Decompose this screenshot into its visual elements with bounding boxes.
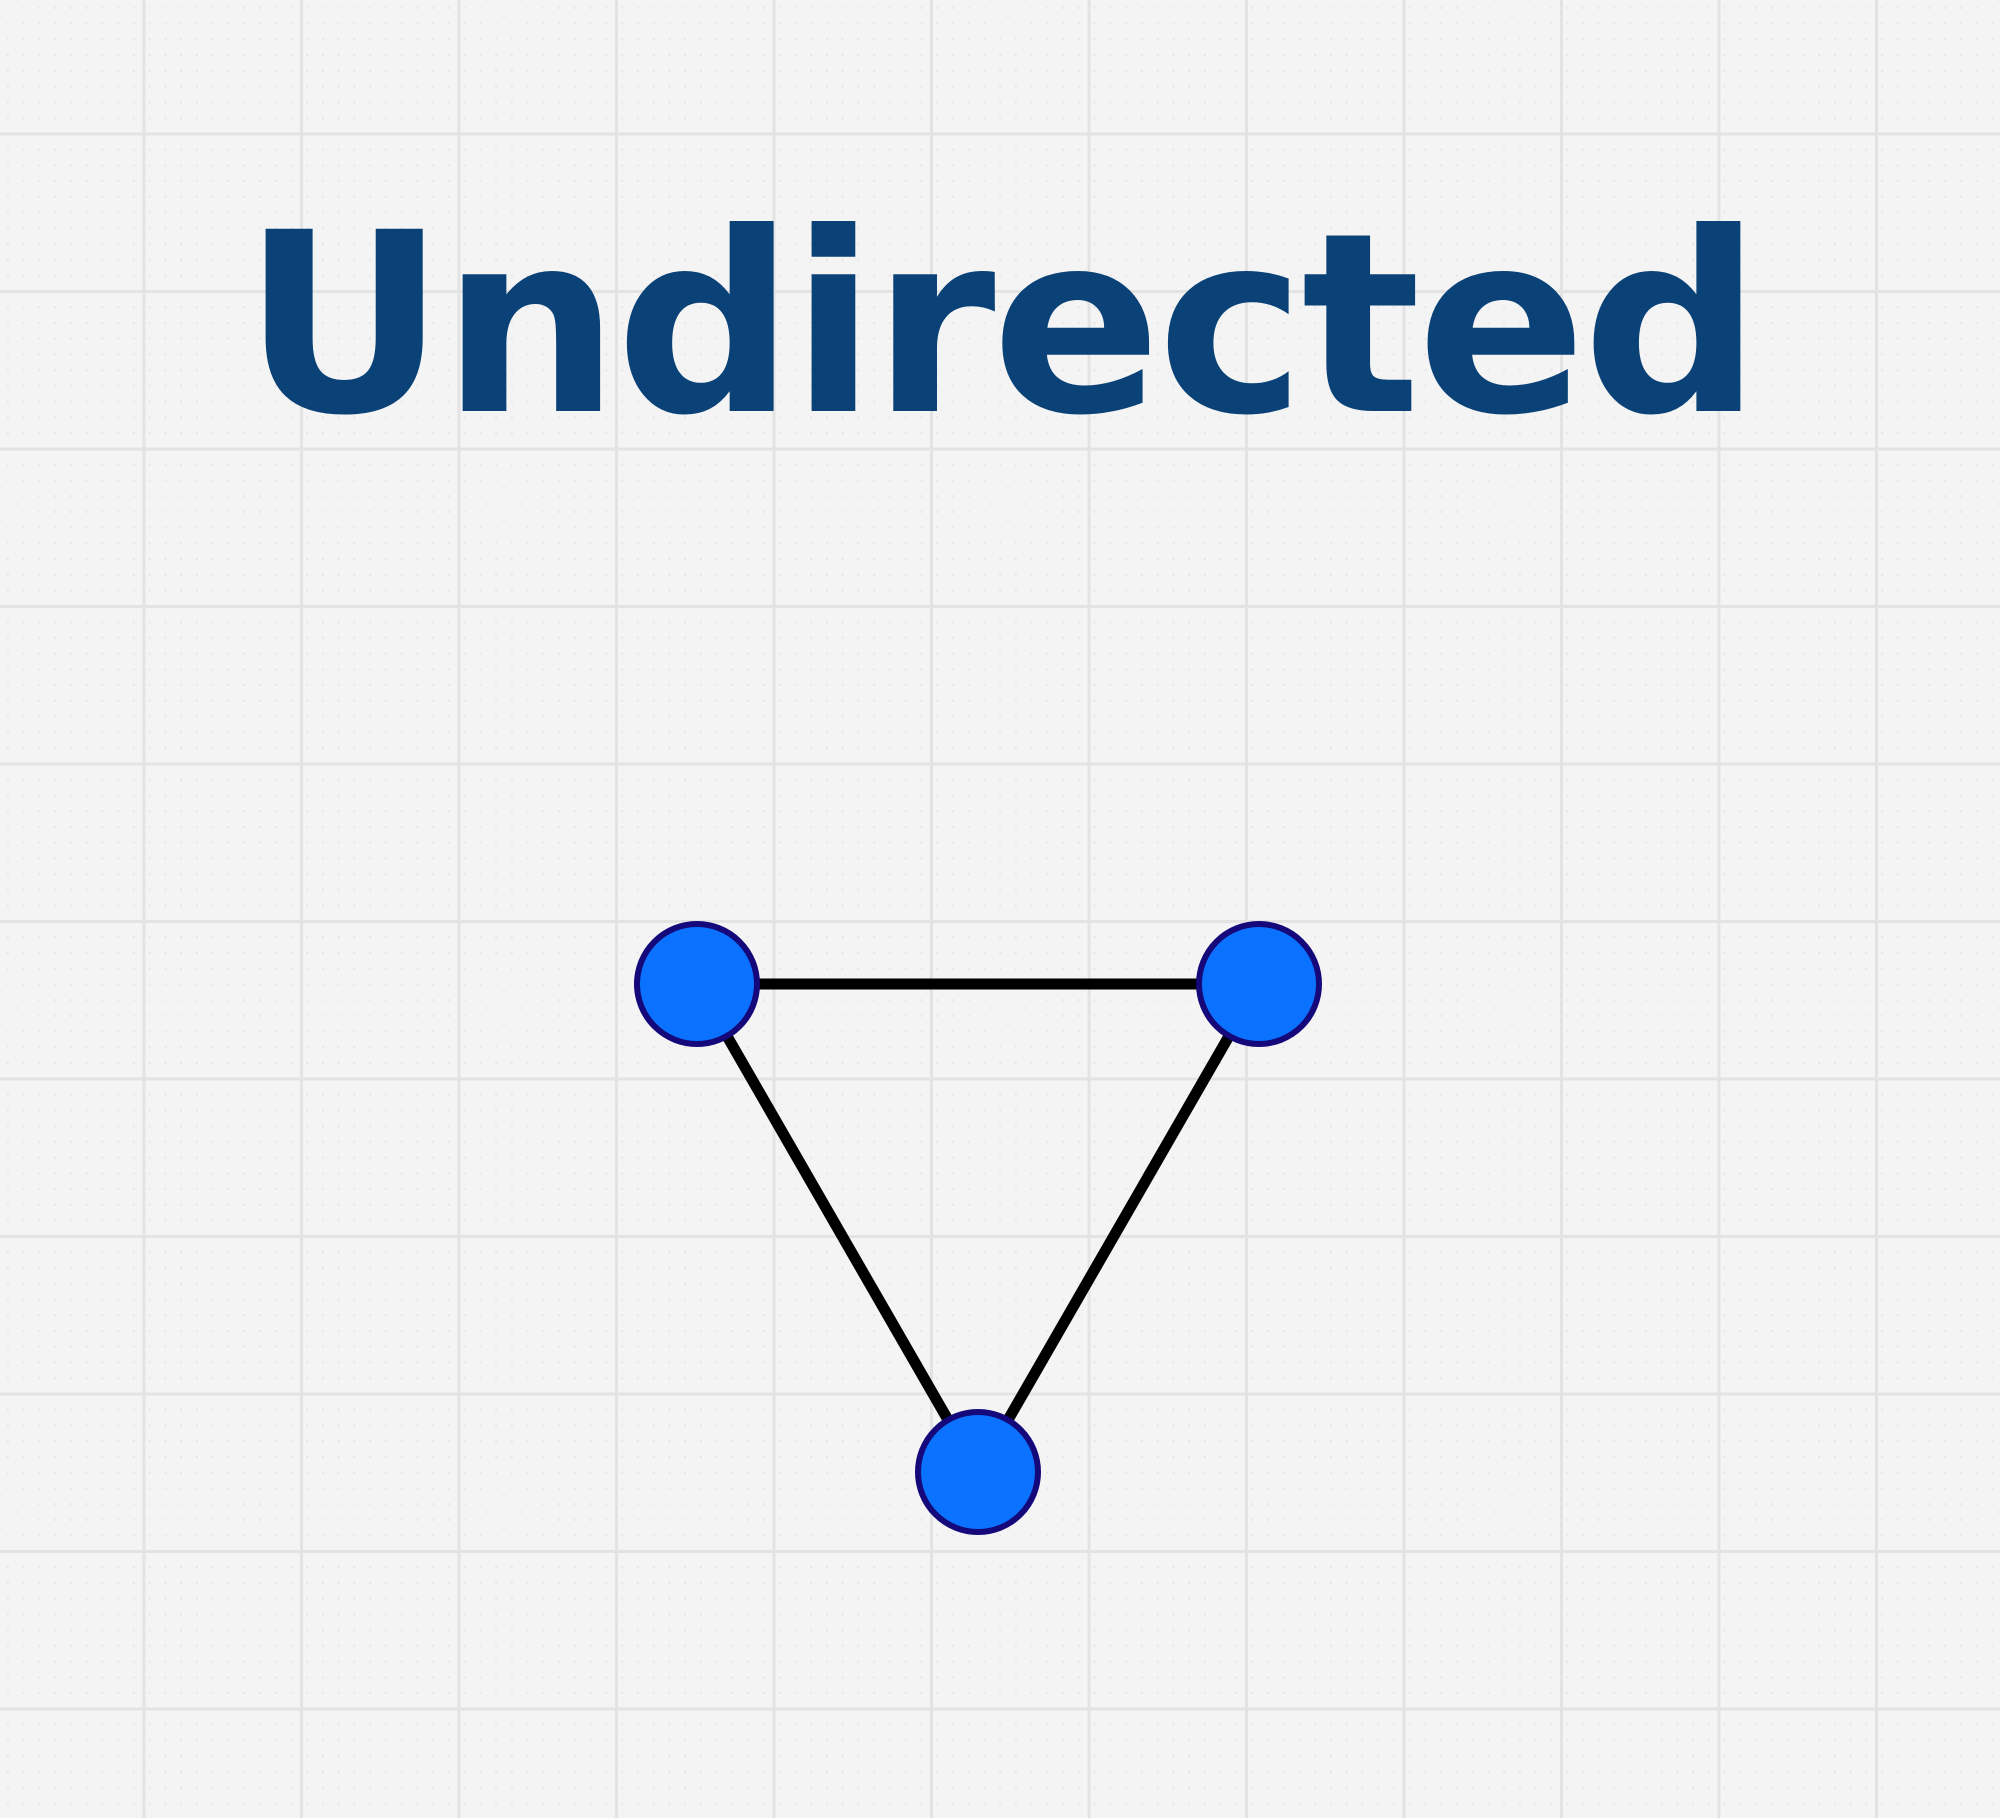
- node-bottom[interactable]: [915, 1409, 1041, 1535]
- diagram-title: Undirected: [242, 179, 1762, 470]
- nodes: [634, 921, 1322, 1535]
- node-top-left[interactable]: [634, 921, 760, 1047]
- node-top-right[interactable]: [1196, 921, 1322, 1047]
- edge-top-right-to-bottom: [972, 978, 1265, 1478]
- edges: [691, 978, 1265, 1478]
- edge-top-left-to-bottom: [691, 978, 984, 1478]
